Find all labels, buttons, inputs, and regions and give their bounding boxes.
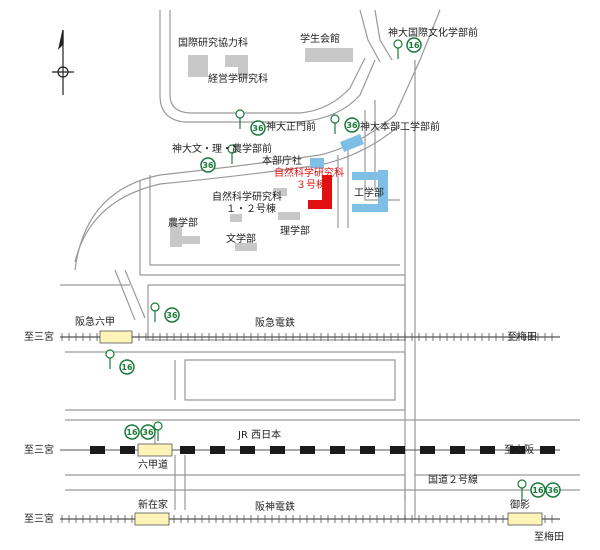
- label-bun-ri-nou-mae: 神大文・理・農学部前: [172, 142, 272, 155]
- label-shizen-3-line2: ３号棟: [296, 178, 326, 191]
- building-shizen-12-a: [273, 188, 287, 196]
- road-campus-south: [149, 175, 400, 266]
- building-kogaku-b: [352, 172, 378, 180]
- bus-route-number: 36: [166, 311, 178, 320]
- label-gakuseikaikan: 学生会館: [300, 32, 340, 45]
- station-mikage: [507, 512, 543, 526]
- rail-hankyu-ties: [61, 333, 553, 341]
- label-kokusai-bunka-mae: 神大国際文化学部前: [388, 26, 478, 39]
- building-gakuseikaikan: [305, 48, 353, 62]
- station-shinzaike: [134, 512, 170, 526]
- bus-stop-b36e-icon: 36: [140, 421, 163, 441]
- bus-stop-b16c-icon: 16: [124, 424, 140, 440]
- label-kokudo2: 国道２号線: [428, 473, 478, 486]
- bus-stop-b16a-icon: 16: [393, 37, 422, 59]
- bus-stop-b36f-icon: 36: [545, 482, 561, 498]
- label-kokusai: 国際研究協力科: [178, 36, 248, 49]
- label-rokkomichi: 六甲道: [138, 458, 168, 471]
- block-2-inner: [184, 359, 396, 401]
- building-shizen-3: [322, 175, 332, 209]
- bus-stop-b36c-icon: 36: [200, 144, 237, 173]
- rail-hanshin-ties: [61, 515, 553, 523]
- building-kogaku-a: [378, 170, 388, 212]
- building-rigaku-b: [230, 214, 242, 222]
- label-bungakubu: 文学部: [226, 232, 256, 245]
- building-kokusai-1: [188, 55, 208, 77]
- label-honbu-kogakubu-mae: 神大本部工学部前: [360, 120, 440, 133]
- label-to-umeda-2: 至梅田: [534, 530, 564, 543]
- bus-route-number: 16: [126, 428, 138, 437]
- road-main-curve-inner: [74, 124, 401, 263]
- bus-stop-b36d-icon: 36: [150, 302, 180, 323]
- label-to-sannomiya-3: 至三宮: [24, 512, 54, 525]
- label-to-sannomiya-2: 至三宮: [24, 443, 54, 456]
- label-shizen-3-line1: 自然科学研究科: [274, 166, 344, 179]
- road-main-curve: [74, 9, 441, 271]
- railways: [60, 330, 560, 526]
- label-seimon-mae: 神大正門前: [266, 120, 316, 133]
- building-honbu: [310, 158, 324, 168]
- bus-route-number: 16: [532, 486, 544, 495]
- bus-route-number: 36: [346, 121, 358, 130]
- north-arrow-icon: [52, 29, 74, 95]
- label-shizen-12-line1: 自然科学研究科: [212, 190, 282, 203]
- bus-route-number: 36: [252, 124, 264, 133]
- label-to-sannomiya-1: 至三宮: [24, 330, 54, 343]
- building-kogaku-c: [352, 204, 386, 212]
- buildings: [170, 48, 388, 251]
- road-upper-loop: [159, 10, 376, 123]
- label-hankyu-dentetsu: 阪急電鉄: [255, 316, 295, 329]
- station-rokkomichi: [137, 443, 173, 457]
- bus-route-number: 36: [547, 486, 559, 495]
- label-hankyu-rokko: 阪急六甲: [75, 315, 115, 328]
- bus-stop-b16d-icon: 16: [517, 479, 546, 499]
- block-1: [147, 284, 406, 341]
- road-diagonal-rokko-2: [124, 269, 146, 319]
- road-top-right: [374, 9, 393, 61]
- bus-route-number: 16: [408, 41, 420, 50]
- building-shizen-3b: [308, 200, 332, 209]
- block-2: [65, 351, 406, 411]
- road-diagonal-rokko: [114, 269, 136, 321]
- label-kogakubu: 工学部: [354, 186, 384, 199]
- roads: [60, 9, 580, 520]
- road-upper-loop-inner: [169, 10, 366, 114]
- building-blue-1: [340, 134, 364, 152]
- building-rigaku-a: [278, 212, 300, 220]
- label-to-osaka: 至大阪: [504, 443, 534, 456]
- label-nogakubu: 農学部: [168, 216, 198, 229]
- road-campus-south-2: [139, 180, 405, 276]
- road-top-right-2: [359, 9, 381, 63]
- station-hankyu-rokko: [99, 330, 133, 344]
- label-jr-nishinihon: JR 西日本: [237, 428, 281, 441]
- building-kokusai-3: [238, 55, 248, 77]
- bus-stop-b36a-icon: 36: [235, 109, 266, 136]
- road-below-jr: [65, 474, 406, 500]
- road-campus-inner-3: [364, 110, 400, 201]
- bus-stop-b36b-icon: 36: [330, 114, 360, 134]
- label-honbu-chosha: 本部庁社: [262, 154, 302, 167]
- label-shizen-12-line2: １・２号棟: [226, 202, 276, 215]
- label-mikage: 御影: [510, 498, 530, 511]
- building-nogaku-b: [170, 236, 200, 244]
- bus-route-number: 36: [202, 161, 214, 170]
- label-keiei: 経営学研究科: [208, 72, 268, 85]
- bus-route-number: 36: [142, 428, 154, 437]
- bus-stop-b16b-icon: 16: [105, 349, 135, 375]
- label-hanshin-dentetsu: 阪神電鉄: [255, 500, 295, 513]
- label-to-umeda-1: 至梅田: [507, 330, 537, 343]
- building-bungaku: [235, 243, 257, 251]
- bus-route-number: 16: [121, 363, 133, 372]
- label-rigakubu: 理学部: [280, 224, 310, 237]
- label-shinzaike: 新在家: [138, 498, 168, 511]
- labels: 国際研究協力科 学生会館 神大国際文化学部前 経営学研究科 神大正門前 神大本部…: [24, 26, 564, 543]
